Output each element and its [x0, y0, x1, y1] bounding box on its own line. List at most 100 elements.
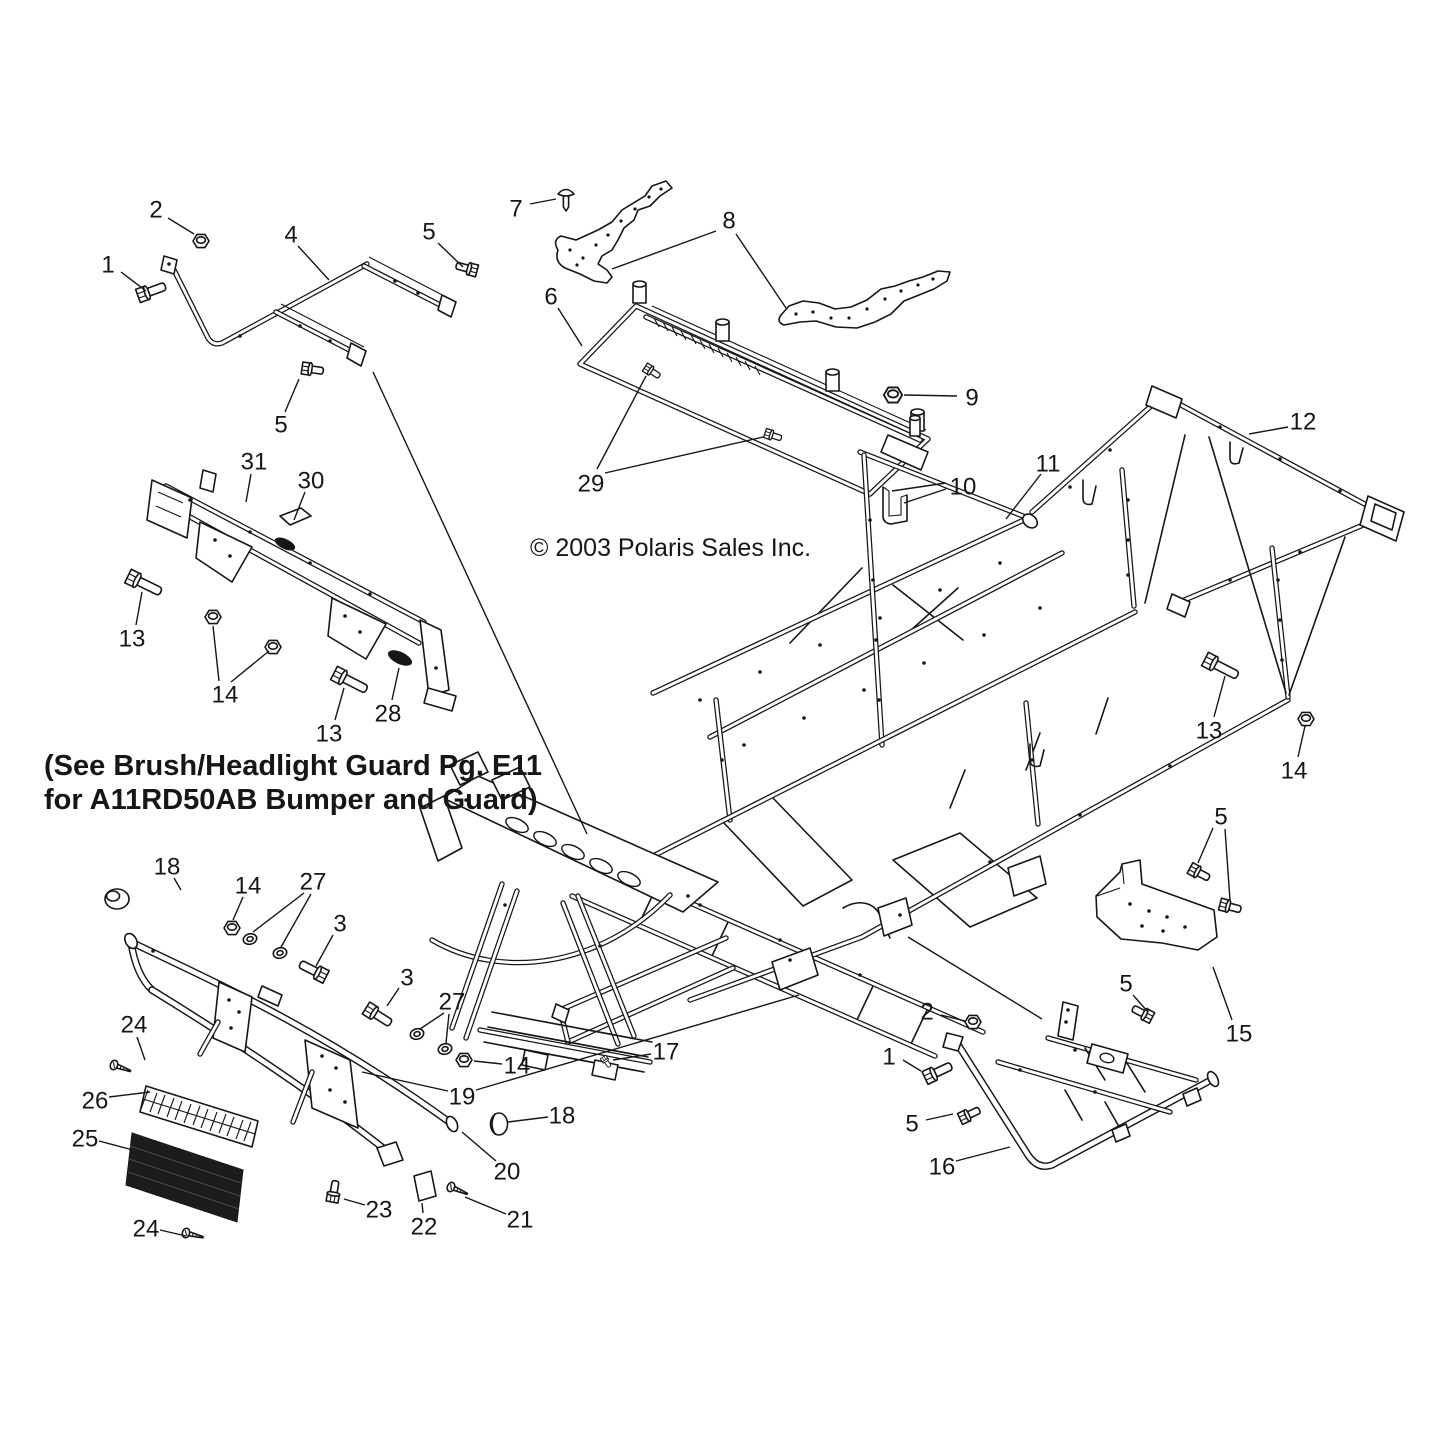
leader-line-26	[108, 1091, 151, 1098]
callout-13-13: 13	[119, 626, 146, 653]
callout-5-21: 5	[1214, 804, 1227, 831]
nut-2-icon	[964, 1014, 982, 1030]
callout-28-15: 28	[375, 701, 402, 728]
callout-21-42: 21	[507, 1207, 534, 1234]
callout-19-43: 19	[449, 1084, 476, 1111]
callout-12-12: 12	[1290, 409, 1317, 436]
leader-line-15	[1212, 966, 1233, 1021]
callout-18-45: 18	[549, 1103, 576, 1130]
bumper-weldment-part19	[123, 932, 459, 1167]
washer-27-icon	[408, 1026, 426, 1042]
callout-31-17: 31	[241, 449, 268, 476]
bumper-holes	[151, 949, 347, 1104]
bolt-3-icon	[296, 956, 331, 985]
leader-line-27	[445, 1013, 450, 1044]
leader-line-18	[173, 877, 182, 891]
callout-24-39: 24	[133, 1216, 160, 1243]
plate-holes	[794, 277, 935, 320]
callout-26-37: 26	[82, 1088, 109, 1115]
callout-13-19: 13	[1196, 718, 1223, 745]
support-plate-left-part8	[554, 180, 673, 284]
leader-line-5	[284, 378, 300, 413]
callout-23-40: 23	[366, 1197, 393, 1224]
support-plate-right-part8	[778, 270, 951, 329]
cap-plug-part18-right	[489, 1112, 509, 1136]
washer-27-icon	[271, 945, 289, 961]
front-frame-plate	[419, 751, 719, 1081]
leader-line-10	[903, 488, 947, 504]
leader-line-14	[1297, 725, 1306, 758]
leader-line-20	[461, 1131, 497, 1162]
crossmember-holes	[188, 498, 438, 670]
bolt-1-icon	[921, 1058, 956, 1086]
bolt-23-icon	[324, 1178, 343, 1204]
decal-plate-part22	[413, 1170, 437, 1202]
skid-holes	[1128, 902, 1187, 933]
bolt-13-icon	[329, 665, 371, 698]
callout-5-26: 5	[905, 1111, 918, 1138]
leader-line-22	[421, 1202, 424, 1214]
copyright-text: © 2003 Polaris Sales Inc.	[530, 534, 811, 562]
nut-14-icon	[1297, 711, 1315, 727]
leader-line-14	[230, 650, 270, 683]
leader-line-19	[361, 1071, 449, 1092]
leader-line-29	[604, 436, 764, 474]
callout-17-28: 17	[653, 1039, 680, 1066]
nut-14-icon	[455, 1052, 473, 1068]
plate-holes	[568, 187, 663, 267]
leader-line-2	[167, 217, 195, 235]
bolt-1-icon	[134, 278, 169, 304]
callout-14-14: 14	[212, 682, 239, 709]
bolt-5-icon	[300, 360, 325, 379]
leader-line-31	[245, 473, 252, 503]
callout-27-31: 27	[300, 869, 327, 896]
leader-line-1	[120, 271, 147, 292]
callout-1-0: 1	[101, 252, 114, 279]
grille-screen-part25	[125, 1132, 244, 1223]
callout-9-8: 9	[965, 385, 978, 412]
leader-line-5	[1197, 827, 1214, 864]
leader-line-30	[293, 491, 306, 521]
leader-line-1	[902, 1059, 922, 1072]
plate-holes	[464, 798, 690, 948]
leader-line-5	[1132, 994, 1149, 1013]
rear-rack-rails-part12	[1021, 385, 1405, 700]
leader-line-17	[612, 1053, 652, 1061]
leader-line-13	[334, 687, 345, 721]
main-frame-weldment-part11	[551, 414, 1291, 1059]
leader-line-27	[252, 892, 305, 933]
callout-30-18: 30	[298, 468, 325, 495]
leader-line-2	[940, 1014, 966, 1022]
rack-weldment-part6	[577, 280, 931, 497]
rivet-7-icon	[557, 188, 575, 212]
callout-11-11: 11	[1036, 451, 1061, 478]
screw-24-icon	[108, 1058, 133, 1077]
rack-posts	[632, 280, 925, 432]
leader-line-3	[315, 934, 334, 967]
install-line	[372, 371, 588, 835]
callout-10-10: 10	[950, 474, 977, 501]
callout-3-33: 3	[400, 965, 413, 992]
leader-line-16	[955, 1146, 1011, 1162]
install-line	[907, 936, 1043, 1020]
leader-line-14	[212, 625, 220, 682]
callout-27-34: 27	[439, 989, 466, 1016]
frame-holes	[698, 518, 1172, 977]
callout-13-16: 13	[316, 721, 343, 748]
callout-4-2: 4	[284, 222, 297, 249]
leader-line-8	[611, 230, 717, 270]
callout-25-38: 25	[72, 1126, 99, 1153]
callout-15-22: 15	[1226, 1021, 1253, 1048]
bolt-5-icon	[1217, 897, 1244, 917]
leader-line-5	[437, 242, 464, 268]
grille-insert-part26	[139, 1085, 259, 1148]
leader-line-10	[891, 482, 947, 492]
leader-line-19	[475, 994, 800, 1091]
leader-line-8	[735, 233, 787, 309]
install-lines-layer	[372, 371, 1043, 1020]
callout-3-32: 3	[333, 911, 346, 938]
leader-line-28	[391, 667, 400, 701]
leader-line-12	[1248, 426, 1289, 435]
